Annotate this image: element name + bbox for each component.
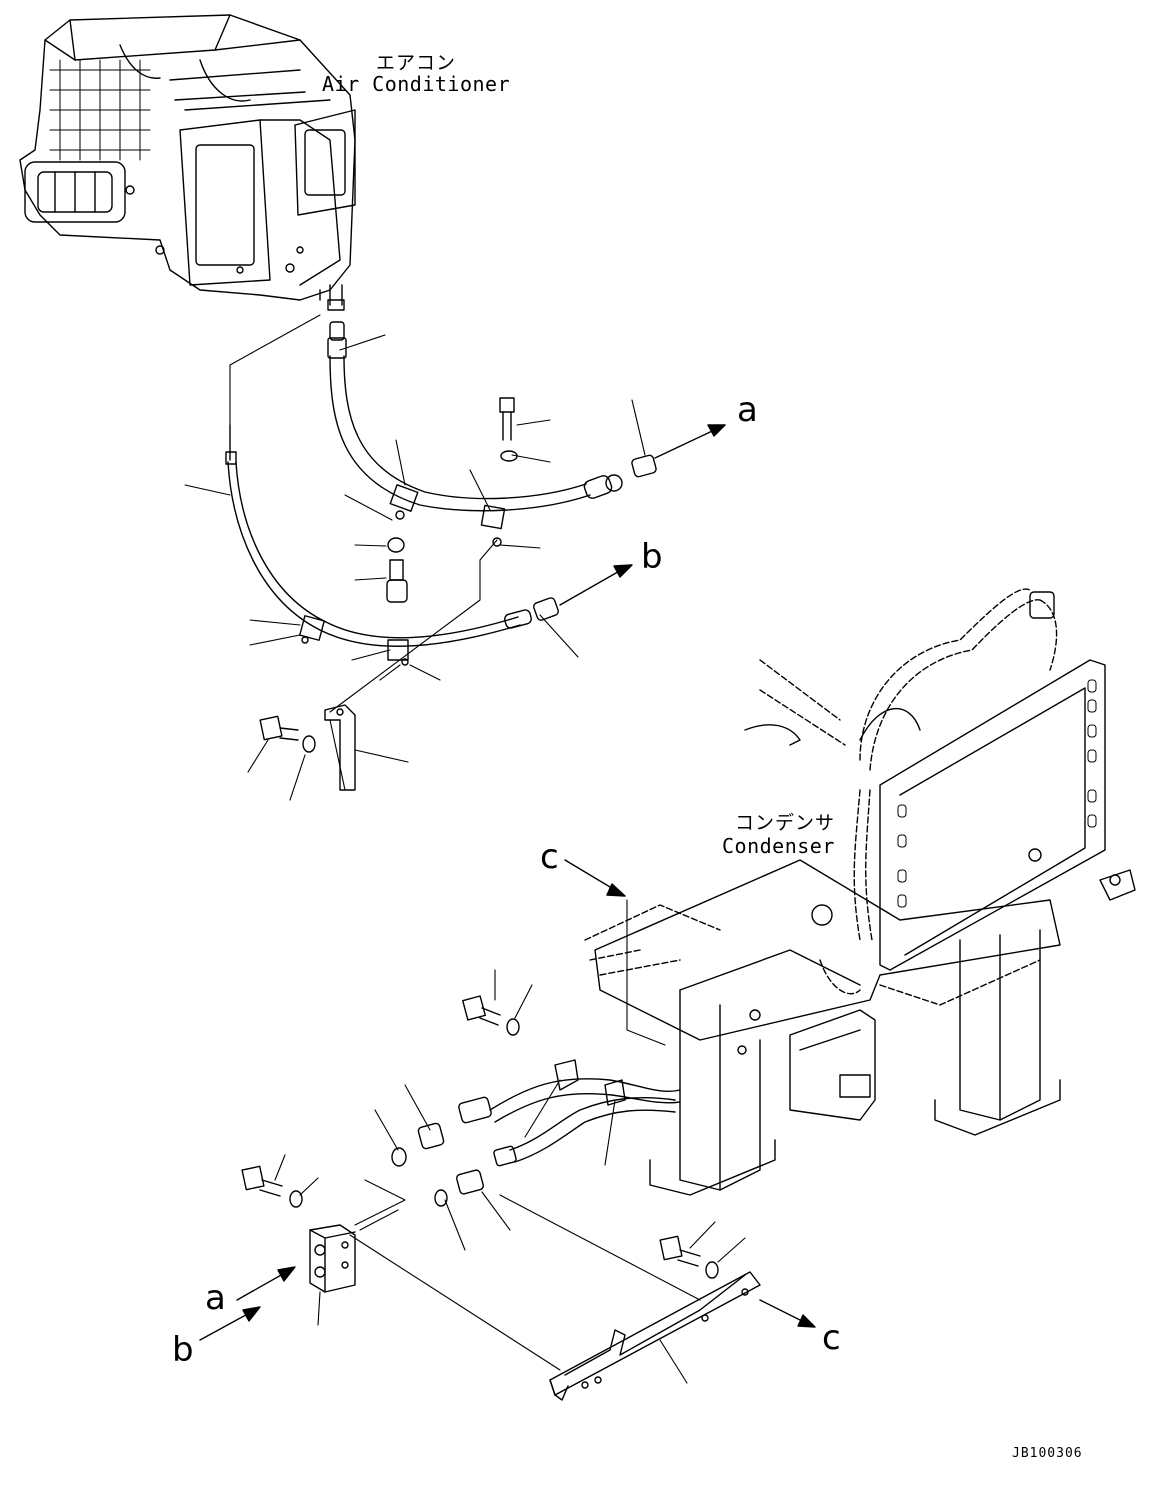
upper-hose-assembly — [226, 322, 657, 790]
arrow-label-b-upper: b — [641, 537, 663, 577]
air-conditioner-label: Air Conditioner — [322, 72, 511, 96]
arrow-label-a-lower: a — [205, 1278, 226, 1318]
arrow-c-lower — [760, 1300, 815, 1327]
arrow-b-upper — [560, 565, 632, 605]
lower-hose-assembly — [242, 996, 760, 1400]
arrow-label-c-lower: c — [822, 1318, 841, 1358]
condenser-frame — [585, 589, 1135, 1195]
arrow-label-a-upper: a — [737, 390, 758, 430]
arrow-label-b-lower: b — [172, 1330, 194, 1370]
lower-leader-lines — [275, 900, 745, 1383]
arrow-label-c-upper: c — [540, 837, 559, 877]
arrow-b-lower — [200, 1307, 260, 1340]
arrow-a-upper — [655, 425, 725, 458]
drawing-code: JB100306 — [1012, 1446, 1083, 1461]
upper-leader-lines — [185, 315, 645, 800]
arrow-c-upper — [565, 860, 625, 896]
air-conditioner-label-jp: エアコン — [376, 52, 457, 74]
arrow-a-lower — [237, 1267, 295, 1300]
condenser-label-jp: コンデンサ — [735, 812, 836, 834]
air-conditioner-unit — [20, 15, 355, 310]
condenser-label: Condenser — [722, 834, 835, 858]
